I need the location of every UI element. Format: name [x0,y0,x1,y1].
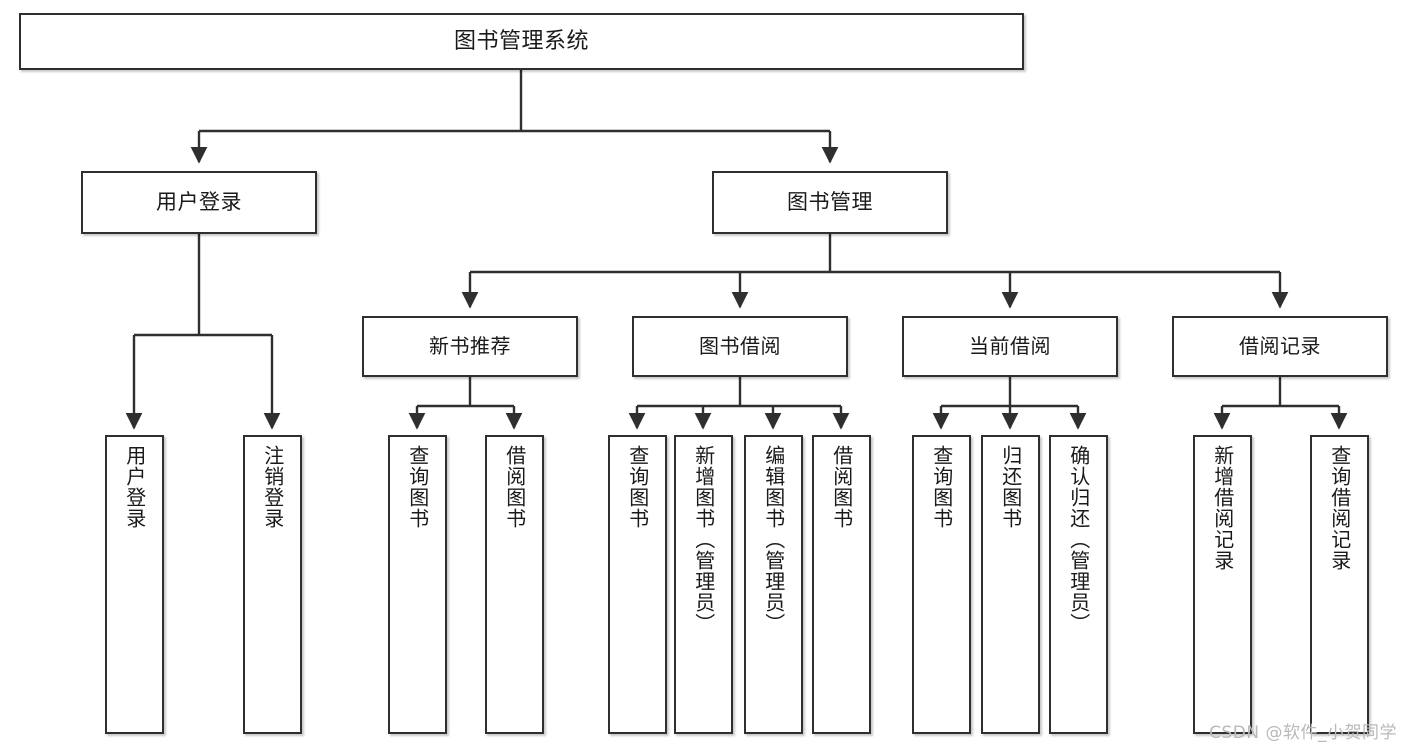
node-label: 新书推荐 [429,334,511,358]
node-label: 图书管理系统 [453,28,589,54]
node-label: 用户登录 [156,190,242,215]
leaf-node-borrow-books[interactable]: 借阅图书 [812,435,871,734]
node-label: 确认归还（管理员） [1066,445,1091,634]
node-label: 借阅图书 [502,445,527,529]
leaf-node-borrow-books-recommend[interactable]: 借阅图书 [485,435,544,734]
leaf-node-confirm-return-admin[interactable]: 确认归还（管理员） [1049,435,1108,734]
node-current-borrowing[interactable]: 当前借阅 [902,316,1118,377]
leaf-node-query-books-recommend[interactable]: 查询图书 [388,435,447,734]
leaf-node-add-borrow-record[interactable]: 新增借阅记录 [1193,435,1252,734]
node-label: 借阅记录 [1239,334,1321,358]
node-book-management[interactable]: 图书管理 [712,171,948,234]
leaf-node-edit-book-admin[interactable]: 编辑图书（管理员） [744,435,803,734]
leaf-node-add-book-admin[interactable]: 新增图书（管理员） [674,435,733,734]
watermark-text: CSDN @软件_小贺同学 [1209,723,1397,743]
leaf-node-query-borrow-record[interactable]: 查询借阅记录 [1310,435,1369,734]
node-label: 归还图书 [998,445,1023,529]
leaf-node-return-books[interactable]: 归还图书 [981,435,1040,734]
node-label: 查询图书 [625,445,650,529]
node-label: 注销登录 [260,445,285,529]
leaf-node-user-login[interactable]: 用户登录 [105,435,164,734]
node-label: 新增借阅记录 [1210,445,1235,571]
node-borrow-record[interactable]: 借阅记录 [1172,316,1388,377]
node-label: 借阅图书 [829,445,854,529]
node-label: 当前借阅 [969,334,1051,358]
node-label: 查询借阅记录 [1327,445,1352,571]
node-user-login[interactable]: 用户登录 [81,171,317,234]
node-label: 新增图书（管理员） [691,445,716,634]
node-label: 查询图书 [929,445,954,529]
leaf-node-query-books-borrow[interactable]: 查询图书 [608,435,667,734]
node-label: 图书借阅 [699,334,781,358]
node-label: 查询图书 [405,445,430,529]
node-root-book-management-system[interactable]: 图书管理系统 [19,13,1024,70]
node-new-book-recommendation[interactable]: 新书推荐 [362,316,578,377]
node-label: 图书管理 [787,190,873,215]
node-book-borrowing[interactable]: 图书借阅 [632,316,848,377]
leaf-node-logout[interactable]: 注销登录 [243,435,302,734]
leaf-node-query-books-current[interactable]: 查询图书 [912,435,971,734]
node-label: 编辑图书（管理员） [761,445,786,634]
node-label: 用户登录 [122,445,147,529]
